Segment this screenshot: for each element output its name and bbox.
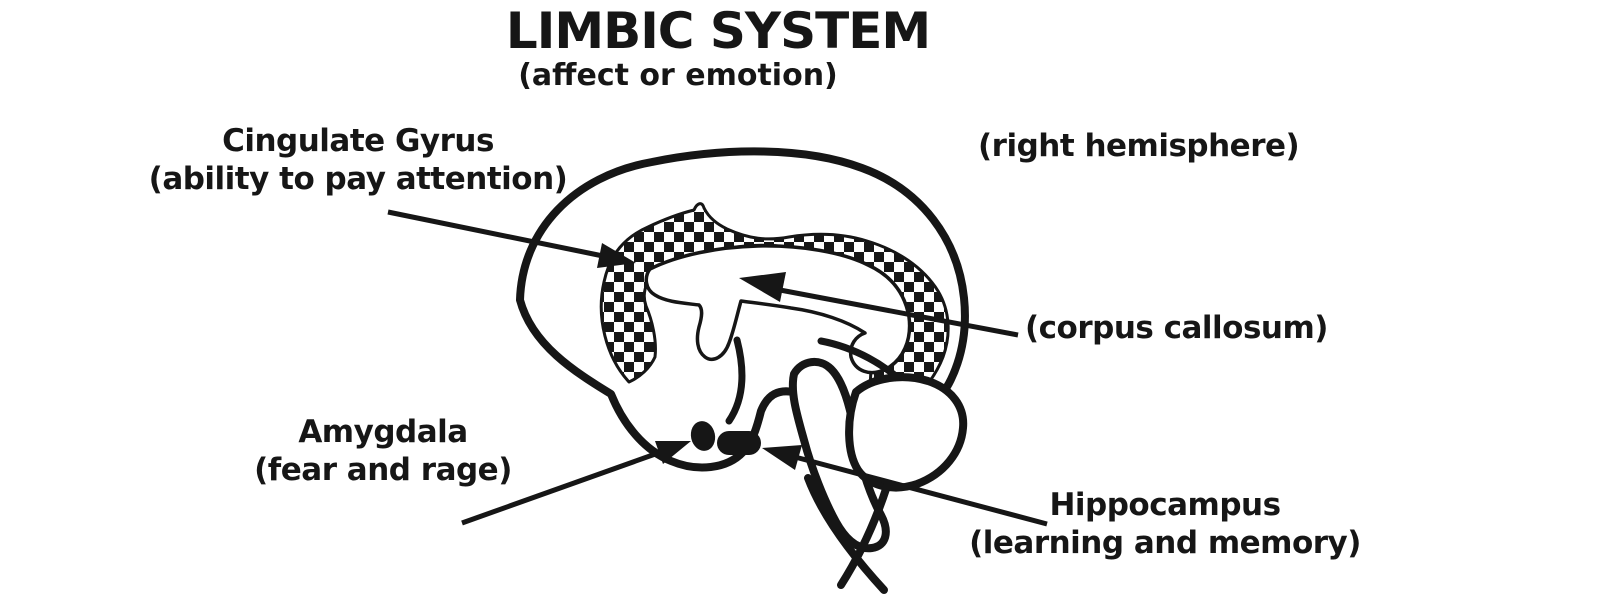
hippocampus-label-function: (learning and memory) — [969, 525, 1361, 561]
hippocampus-label: Hippocampus (learning and memory) — [865, 486, 1465, 562]
cingulate-gyrus-label: Cingulate Gyrus (ability to pay attentio… — [58, 122, 658, 198]
right-hemisphere-note: (right hemisphere) — [978, 128, 1300, 164]
corpus-callosum-arrow — [739, 272, 1019, 338]
amygdala-label-name: Amygdala — [298, 414, 468, 450]
corpus-callosum-region — [644, 244, 912, 375]
amygdala-shape — [690, 421, 716, 451]
hippocampus-arrow — [762, 445, 1048, 527]
corpus-callosum-label: (corpus callosum) — [1025, 310, 1328, 346]
diagram-subtitle: (affect or emotion) — [518, 58, 838, 93]
cingulate-gyrus-label-function: (ability to pay attention) — [148, 161, 568, 197]
hippocampus-shape — [717, 431, 761, 455]
amygdala-arrow — [461, 441, 691, 526]
cerebellum-shape — [845, 373, 968, 492]
hippocampus-label-name: Hippocampus — [1049, 487, 1281, 523]
cingulate-gyrus-label-name: Cingulate Gyrus — [222, 123, 494, 159]
brainstem-pons-shape — [788, 358, 890, 553]
cingulate-gyrus-arrow — [387, 209, 636, 268]
fornix-fold-line — [725, 336, 746, 425]
amygdala-label: Amygdala (fear and rage) — [83, 413, 683, 489]
spinal-cord-line-front — [804, 474, 888, 594]
amygdala-label-function: (fear and rage) — [254, 452, 512, 488]
diagram-title: LIMBIC SYSTEM — [505, 2, 931, 60]
spinal-cord-line-back — [837, 482, 891, 589]
